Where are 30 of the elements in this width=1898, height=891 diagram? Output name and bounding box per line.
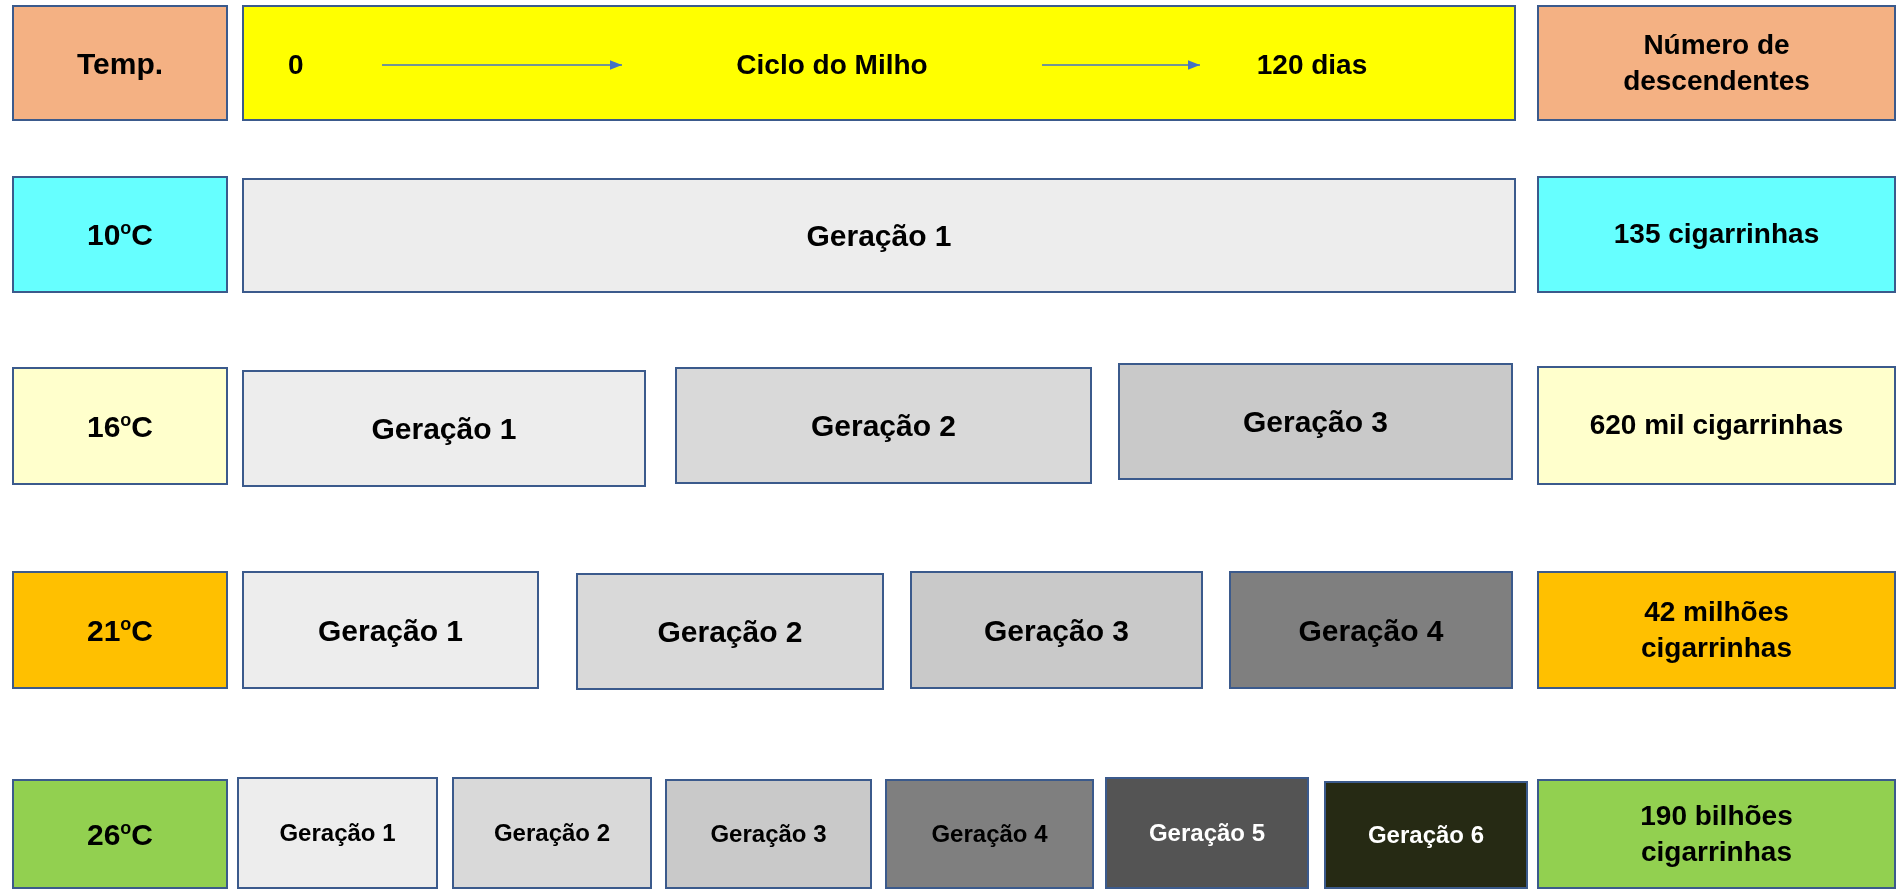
label-box: Temp. (12, 5, 228, 121)
label-box: 26$^{o}$C (12, 779, 228, 889)
axis-label: Ciclo do Milho (622, 37, 1042, 93)
arrow (381, 60, 623, 70)
label-box: Geração 2 (576, 573, 884, 690)
label-box: 42 milhões cigarrinhas (1537, 571, 1896, 689)
label-box: Geração 1 (242, 178, 1516, 293)
label-box: Geração 1 (237, 777, 438, 889)
cycle-bar (242, 5, 1516, 121)
label-box: Geração 1 (242, 571, 539, 689)
label-box: 16$^{o}$C (12, 367, 228, 485)
label-box: Geração 1 (242, 370, 646, 487)
label-box: 10$^{o}$C (12, 176, 228, 293)
label-box: Geração 3 (1118, 363, 1513, 480)
label-box: Geração 2 (452, 777, 652, 889)
label-box: Geração 5 (1105, 777, 1309, 889)
arrow (1041, 60, 1201, 70)
axis-label: 0 (282, 37, 382, 93)
label-box: 190 bilhões cigarrinhas (1537, 779, 1896, 889)
label-box: Geração 4 (885, 779, 1094, 889)
label-box: 21$^{o}$C (12, 571, 228, 689)
label-box: Número de descendentes (1537, 5, 1896, 121)
label-box: 620 mil cigarrinhas (1537, 366, 1896, 485)
label-box: Geração 4 (1229, 571, 1513, 689)
label-box: Geração 3 (910, 571, 1203, 689)
axis-label: 120 dias (1200, 37, 1424, 93)
label-box: Geração 6 (1324, 781, 1528, 889)
label-box: Geração 3 (665, 779, 872, 889)
label-box: 135 cigarrinhas (1537, 176, 1896, 293)
label-box: Geração 2 (675, 367, 1092, 484)
